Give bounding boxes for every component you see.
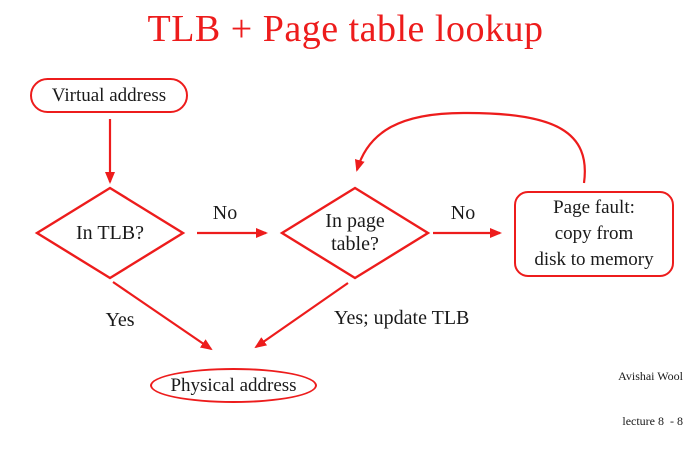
edge-label-tlb-yes: Yes	[105, 309, 135, 331]
in-page-table-label: In page table?	[325, 210, 385, 255]
edge-label-tlb-no: No	[212, 202, 238, 224]
node-page-fault: Page fault: copy from disk to memory	[514, 191, 674, 277]
footer-author: Avishai Wool	[618, 369, 683, 383]
virtual-address-label: Virtual address	[51, 84, 167, 106]
physical-address-label: Physical address	[170, 374, 297, 396]
arrow-pagefault-back-to-pagetable	[354, 111, 586, 184]
node-physical-address: Physical address	[150, 368, 317, 403]
in-tlb-diamond	[34, 186, 186, 280]
node-virtual-address: Virtual address	[30, 78, 188, 113]
arrow-pagetable-yes-to-physical	[254, 282, 349, 349]
slide-title: TLB + Page table lookup	[147, 8, 544, 50]
edge-label-pagetable-yes: Yes; update TLB	[334, 307, 470, 329]
arrow-tlb-yes-to-physical	[112, 281, 213, 351]
in-page-table-diamond	[279, 186, 431, 280]
slide-footer: Avishai Wool lecture 8 - 8	[618, 339, 683, 459]
edge-label-pagetable-no: No	[450, 202, 476, 224]
in-tlb-label: In TLB?	[76, 221, 144, 244]
footer-page-number: lecture 8 - 8	[622, 414, 683, 428]
